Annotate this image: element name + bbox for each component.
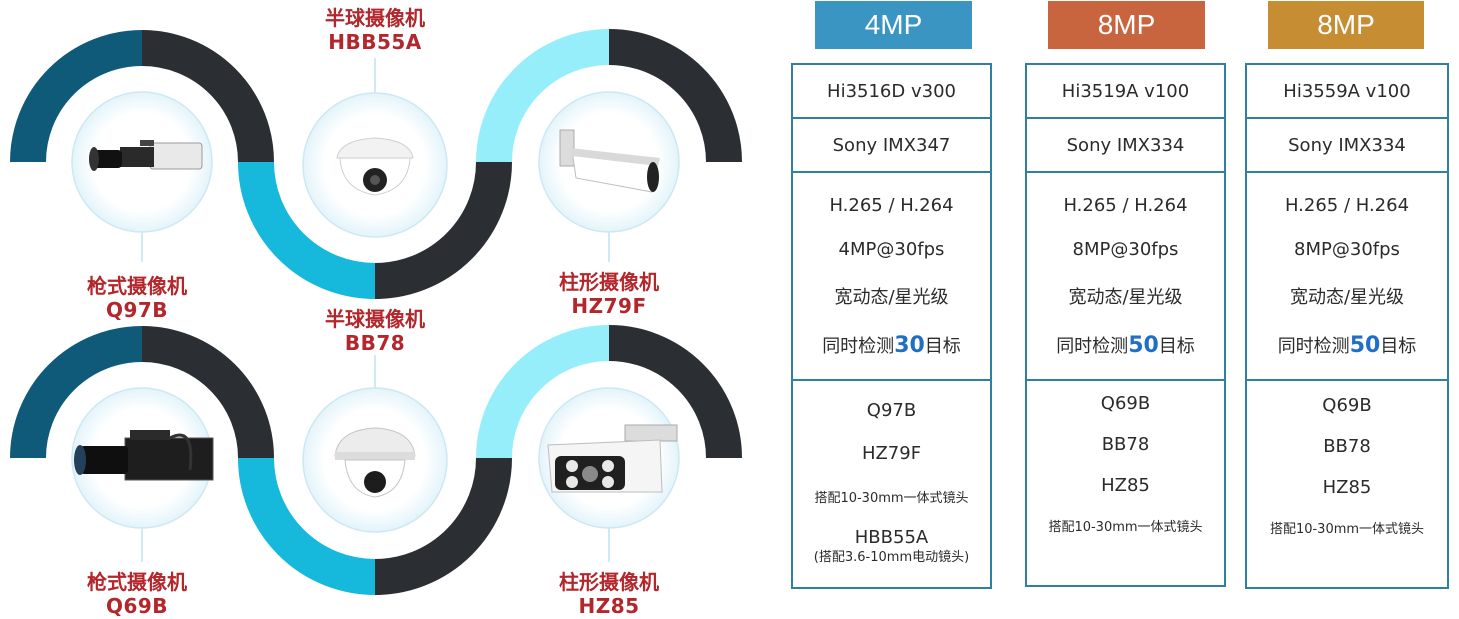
- sensor-text: Sony IMX347: [832, 134, 951, 156]
- model-item: Q97B: [866, 400, 917, 422]
- camera-label-top-middle: 半球摄像机 HBB55A: [300, 6, 450, 54]
- model-item: Q69B: [1100, 393, 1151, 414]
- lens-note: 搭配10-30mm一体式镜头: [814, 490, 969, 506]
- chip-cell: Hi3519A v100: [1027, 65, 1224, 119]
- model-item: HBB55A: [854, 526, 929, 548]
- lens-note: 搭配10-30mm一体式镜头: [1269, 522, 1425, 537]
- sensor-cell: Sony IMX347: [793, 119, 990, 173]
- camera-type: 半球摄像机: [325, 6, 425, 30]
- features-cell: H.265 / H.264 4MP@30fps 宽动态/星光级 同时检测30目标: [793, 173, 990, 381]
- camera-label-bottom-middle: 半球摄像机 BB78: [300, 307, 450, 355]
- feature-text: 宽动态/星光级: [1289, 286, 1405, 308]
- resolution-text: 4MP@30fps: [838, 238, 945, 260]
- sensor-text: Sony IMX334: [1288, 134, 1406, 156]
- arc-segment-dark-teal: [10, 326, 143, 459]
- lens-note: 搭配10-30mm一体式镜头: [1048, 520, 1203, 535]
- camera-label-bottom-left: 枪式摄像机 Q69B: [62, 570, 212, 618]
- arc-segment-charcoal: [141, 326, 274, 459]
- arc-segment-light-cyan: [476, 325, 610, 459]
- sensor-text: Sony IMX334: [1066, 134, 1185, 156]
- arc-segment-charcoal: [608, 325, 742, 459]
- camera-model: Q69B: [105, 594, 169, 618]
- dome-camera-icon: [334, 427, 416, 498]
- camera-label-top-left: 枪式摄像机 Q97B: [62, 274, 212, 322]
- header-8mp-b: 8MP: [1268, 1, 1424, 49]
- camera-label-bottom-right: 柱形摄像机 HZ85: [534, 570, 684, 618]
- feature-text: 宽动态/星光级: [1068, 286, 1183, 308]
- camera-type: 柱形摄像机: [559, 570, 659, 594]
- resolution-text: 8MP@30fps: [1072, 238, 1179, 260]
- resolution-text: 8MP@30fps: [1294, 238, 1400, 260]
- arc-segment-charcoal: [141, 30, 274, 163]
- detect-text: 同时检测30目标: [822, 332, 961, 358]
- camera-model: HZ85: [578, 594, 640, 618]
- model-item: HZ85: [1101, 475, 1150, 496]
- camera-model: BB78: [344, 331, 406, 355]
- models-cell: Q69B BB78 HZ85 搭配10-30mm一体式镜头: [1247, 381, 1447, 587]
- model-item: BB78: [1101, 434, 1150, 455]
- detect-text: 同时检测50目标: [1277, 332, 1417, 358]
- sensor-cell: Sony IMX334: [1027, 119, 1224, 173]
- arc-segment-cyan: [238, 161, 376, 299]
- model-item: HZ79F: [861, 443, 922, 465]
- camera-label-top-right: 柱形摄像机 HZ79F: [534, 270, 684, 318]
- camera-type: 枪式摄像机: [87, 274, 187, 298]
- camera-arc-diagram: [10, 29, 742, 595]
- codec-text: H.265 / H.264: [1063, 194, 1188, 216]
- model-item: BB78: [1323, 436, 1371, 457]
- arc-segment-dark-teal: [10, 30, 143, 163]
- detect-count: 50: [1128, 332, 1159, 358]
- bullet-camera-icon: [559, 129, 660, 193]
- camera-model: HBB55A: [328, 30, 422, 54]
- spec-column-8mp-a: Hi3519A v100 Sony IMX334 H.265 / H.264 8…: [1025, 63, 1226, 587]
- arc-segment-charcoal: [374, 161, 512, 299]
- model-item-with-lens: HBB55A (搭配3.6-10mm电动镜头): [813, 526, 970, 568]
- sensor-cell: Sony IMX334: [1247, 119, 1447, 173]
- arc-segment-light-cyan: [476, 29, 610, 163]
- codec-text: H.265 / H.264: [829, 194, 954, 216]
- chip-cell: Hi3559A v100: [1247, 65, 1447, 119]
- chip-text: Hi3516D v300: [827, 80, 956, 102]
- camera-type: 半球摄像机: [325, 307, 425, 331]
- model-item: HZ85: [1322, 477, 1372, 498]
- models-cell: Q97B HZ79F 搭配10-30mm一体式镜头 HBB55A (搭配3.6-…: [793, 381, 990, 587]
- features-cell: H.265 / H.264 8MP@30fps 宽动态/星光级 同时检测50目标: [1027, 173, 1224, 381]
- spec-column-4mp: Hi3516D v300 Sony IMX347 H.265 / H.264 4…: [791, 63, 992, 589]
- feature-text: 宽动态/星光级: [834, 286, 949, 308]
- models-cell: Q69B BB78 HZ85 搭配10-30mm一体式镜头: [1027, 381, 1224, 585]
- detect-text: 同时检测50目标: [1056, 332, 1195, 358]
- features-cell: H.265 / H.264 8MP@30fps 宽动态/星光级 同时检测50目标: [1247, 173, 1447, 381]
- lens-note: (搭配3.6-10mm电动镜头): [813, 549, 970, 565]
- camera-model: Q97B: [105, 298, 169, 322]
- spec-column-8mp-b: Hi3559A v100 Sony IMX334 H.265 / H.264 8…: [1245, 63, 1449, 589]
- arc-segment-cyan: [238, 457, 376, 595]
- detect-count: 50: [1349, 332, 1381, 358]
- chip-cell: Hi3516D v300: [793, 65, 990, 119]
- dome-camera-icon: [336, 137, 414, 196]
- camera-model: HZ79F: [571, 294, 647, 318]
- header-8mp-a: 8MP: [1048, 1, 1205, 49]
- codec-text: H.265 / H.264: [1284, 194, 1410, 216]
- camera-type: 柱形摄像机: [559, 270, 659, 294]
- box-camera-icon: [74, 430, 214, 481]
- header-4mp: 4MP: [815, 1, 972, 49]
- model-item: Q69B: [1322, 395, 1372, 416]
- chip-text: Hi3559A v100: [1283, 80, 1411, 102]
- box-camera-icon: [89, 140, 203, 171]
- arc-segment-charcoal: [374, 457, 512, 595]
- chip-text: Hi3519A v100: [1061, 80, 1190, 102]
- detect-count: 30: [894, 332, 925, 358]
- camera-type: 枪式摄像机: [87, 570, 187, 594]
- arc-segment-charcoal: [608, 29, 742, 163]
- bullet-camera-icon: [547, 424, 678, 493]
